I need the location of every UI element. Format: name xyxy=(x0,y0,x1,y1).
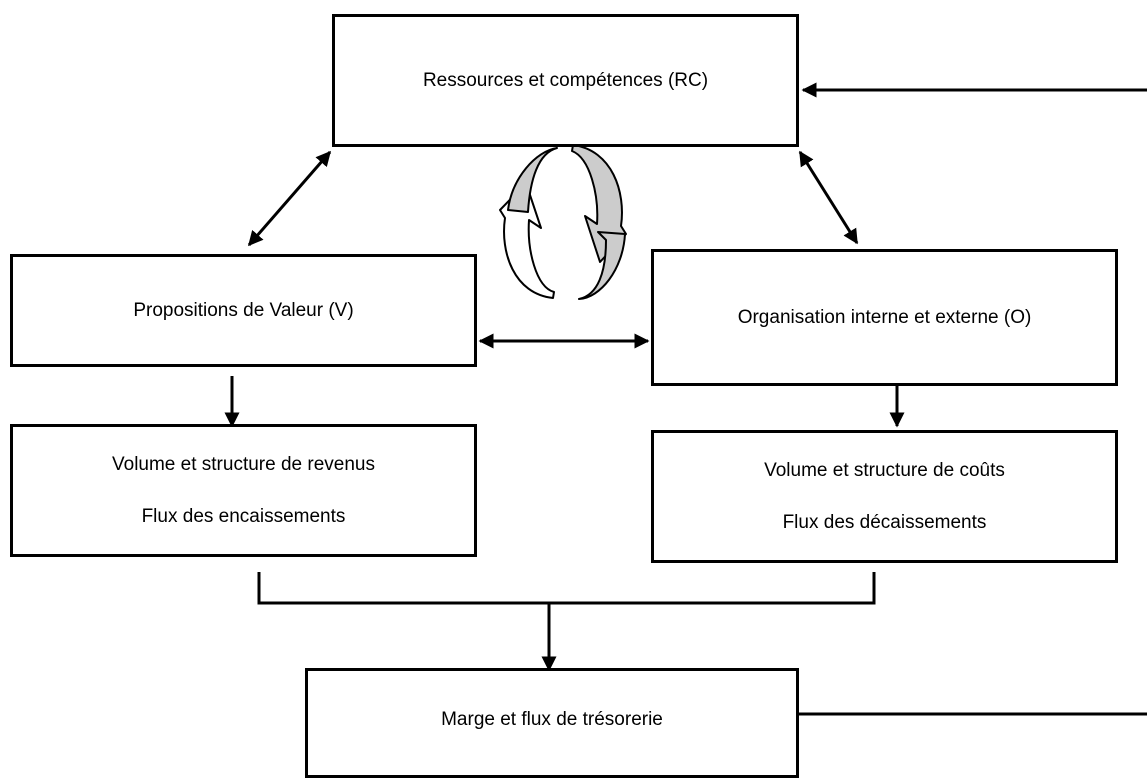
value-proposition-label: Propositions de Valeur (V) xyxy=(133,299,354,321)
resources-competences-label: Ressources et compétences (RC) xyxy=(422,69,709,91)
cycle-arrows-icon xyxy=(499,144,627,300)
cost-structure-label: Volume et structure de coûts xyxy=(764,459,1005,481)
arrow-rc-v xyxy=(247,150,332,247)
revenue-box: Volume et structure de revenus Flux des … xyxy=(10,424,477,557)
revenue-flow-label: Flux des encaissements xyxy=(141,505,346,527)
margin-box: Marge et flux de trésorerie xyxy=(305,668,799,778)
arrow-rc-o xyxy=(798,150,859,245)
cost-box: Volume et structure de coûts Flux des dé… xyxy=(651,430,1118,563)
revenue-structure-label: Volume et structure de revenus xyxy=(112,453,375,475)
organisation-label: Organisation interne et externe (O) xyxy=(737,306,1032,328)
organisation-box: Organisation interne et externe (O) xyxy=(651,249,1118,386)
margin-label: Marge et flux de trésorerie xyxy=(441,709,663,730)
cost-flow-label: Flux des décaissements xyxy=(782,511,987,533)
resources-competences-box: Ressources et compétences (RC) xyxy=(332,14,799,147)
merge-bracket xyxy=(257,572,876,605)
value-proposition-box: Propositions de Valeur (V) xyxy=(10,254,477,367)
